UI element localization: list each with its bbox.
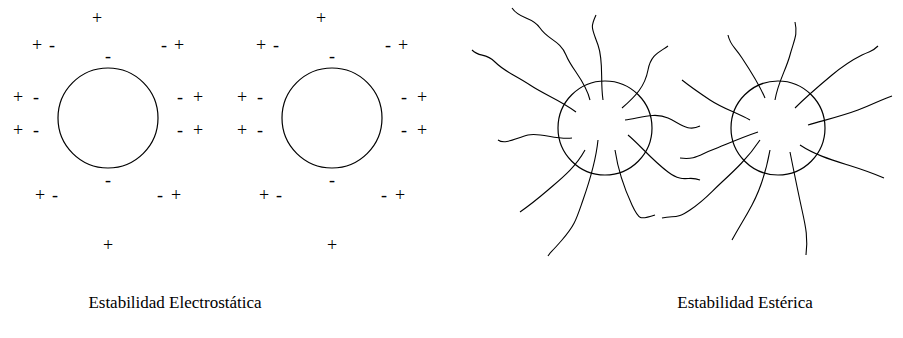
charge-sign: -	[329, 171, 335, 189]
polymer-chains	[472, 8, 892, 256]
charge-sign: -	[177, 121, 183, 139]
charge-sign: +	[256, 36, 266, 54]
charge-sign: +	[171, 186, 181, 204]
charge-sign: -	[105, 171, 111, 189]
charge-sign: -	[401, 88, 407, 106]
caption-label: Estabilidad Estérica	[677, 294, 812, 311]
particle-circle	[731, 81, 825, 175]
charge-sign: -	[33, 121, 39, 139]
particle-circle	[558, 81, 652, 175]
charge-sign: +	[13, 88, 23, 106]
charge-sign: -	[385, 36, 391, 54]
charge-sign: +	[237, 121, 247, 139]
charge-sign: -	[33, 88, 39, 106]
charge-sign: -	[161, 36, 167, 54]
charge-sign: -	[105, 47, 111, 65]
charge-sign: -	[52, 186, 58, 204]
charge-sign: -	[329, 47, 335, 65]
charge-sign: +	[174, 36, 184, 54]
charge-sign: +	[259, 186, 269, 204]
charge-sign: +	[32, 36, 42, 54]
charge-sign: +	[316, 9, 326, 27]
charge-sign: +	[398, 36, 408, 54]
charge-sign: +	[327, 236, 337, 254]
charge-sign: +	[193, 88, 203, 106]
charge-sign: -	[157, 186, 163, 204]
charge-sign: -	[177, 88, 183, 106]
particle-circle	[282, 68, 382, 168]
charge-sign: -	[401, 121, 407, 139]
charge-sign: +	[395, 186, 405, 204]
charge-sign: +	[417, 121, 427, 139]
charge-sign: +	[237, 88, 247, 106]
charge-sign: -	[381, 186, 387, 204]
charge-sign: +	[35, 186, 45, 204]
charge-sign: -	[49, 36, 55, 54]
charge-sign: +	[92, 9, 102, 27]
charge-sign: +	[193, 121, 203, 139]
charge-sign: +	[13, 121, 23, 139]
charge-sign: +	[417, 88, 427, 106]
particle-circle	[58, 68, 158, 168]
charge-sign: -	[257, 88, 263, 106]
charge-sign: -	[257, 121, 263, 139]
caption-label: Estabilidad Electrostática	[88, 294, 261, 311]
charge-sign: +	[103, 236, 113, 254]
charge-sign: -	[273, 36, 279, 54]
charge-sign: -	[276, 186, 282, 204]
